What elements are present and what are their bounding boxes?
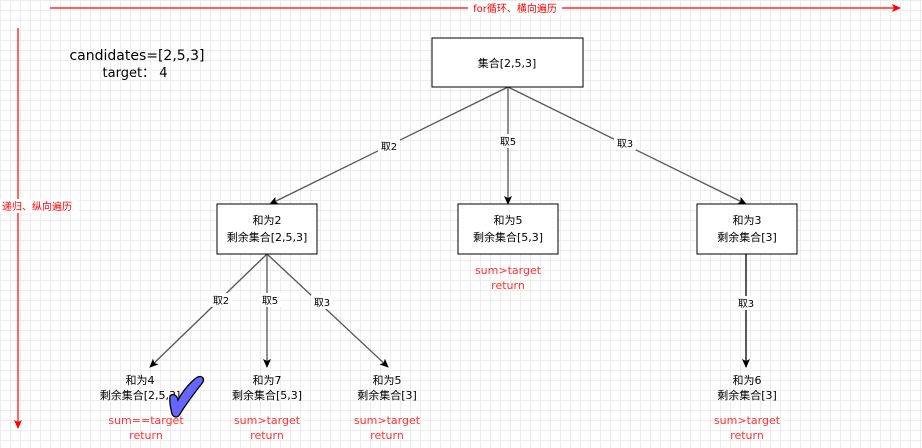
node-sum5-leaf: 和为5 剩余集合[3] sum>target return [354, 374, 421, 442]
node-label: 和为6 [733, 374, 762, 387]
edge-label: 取5 [500, 136, 516, 148]
status-condition: sum>target [354, 414, 421, 427]
node-remaining-set: 剩余集合[3] [717, 388, 777, 402]
node-sum5: 和为5 剩余集合[5,3] sum>target return [457, 203, 559, 292]
edge-label: 取2 [381, 141, 397, 153]
checkmark-icon [169, 375, 205, 418]
target-text: target： 4 [103, 66, 168, 81]
edge-root-to-sum5: 取5 [497, 87, 519, 205]
node-label: 和为7 [253, 374, 282, 387]
edge-label: 取5 [262, 295, 278, 307]
status-action: return [730, 429, 764, 442]
status-condition: sum==target [108, 414, 184, 427]
status-action: return [491, 279, 525, 292]
edge-sum2-to-sum5: 取3 [266, 253, 389, 368]
node-remaining-set: 剩余集合[5,3] [232, 388, 302, 402]
horizontal-axis-label: for循环、横向遍历 [473, 2, 557, 15]
status-action: return [370, 429, 404, 442]
node-remaining-set: 剩余集合[3] [717, 230, 777, 244]
node-remaining-set: 剩余集合[2,5,3] [100, 388, 181, 402]
node-remaining-set: 剩余集合[5,3] [473, 230, 543, 244]
edge-label: 取3 [617, 138, 633, 150]
node-sum3: 和为3 剩余集合[3] [696, 203, 798, 255]
edge-label: 取2 [213, 295, 229, 307]
edge-label: 取3 [738, 298, 754, 310]
horizontal-axis: for循环、横向遍历 [50, 1, 901, 15]
node-sum6: 和为6 剩余集合[3] sum>target return [714, 374, 781, 442]
node-label: 和为3 [733, 214, 762, 227]
node-remaining-set: 剩余集合[2,5,3] [227, 230, 308, 244]
info-block: candidates=[2,5,3] target： 4 [69, 48, 204, 81]
edge-sum2-to-sum4: 取2 [149, 253, 268, 368]
node-sum4: 和为4 剩余集合[2,5,3] sum==target return [100, 374, 185, 442]
node-label: 和为5 [373, 374, 402, 387]
status-condition: sum>target [714, 414, 781, 427]
node-remaining-set: 剩余集合[3] [357, 388, 417, 402]
node-sum2: 和为2 剩余集合[2,5,3] [216, 203, 318, 255]
edge-root-to-sum2: 取2 [269, 86, 509, 205]
status-action: return [250, 429, 284, 442]
edge-sum3-to-sum6: 取3 [735, 254, 757, 368]
node-label: 集合[2,5,3] [478, 56, 537, 70]
node-sum7: 和为7 剩余集合[5,3] sum>target return [232, 374, 302, 442]
node-label: 和为4 [126, 374, 155, 387]
vertical-axis: 递归、纵向遍历 [0, 28, 78, 429]
candidates-text: candidates=[2,5,3] [69, 48, 204, 64]
edge-sum2-to-sum7: 取5 [259, 254, 281, 368]
node-label: 和为2 [253, 214, 282, 227]
edge-root-to-sum3: 取3 [507, 86, 747, 205]
status-action: return [129, 429, 163, 442]
status-condition: sum>target [475, 264, 542, 277]
node-root: 集合[2,5,3] [431, 37, 584, 88]
node-label: 和为5 [494, 214, 523, 227]
vertical-axis-label: 递归、纵向遍历 [2, 200, 72, 213]
status-condition: sum>target [234, 414, 301, 427]
edge-label: 取3 [314, 297, 330, 309]
